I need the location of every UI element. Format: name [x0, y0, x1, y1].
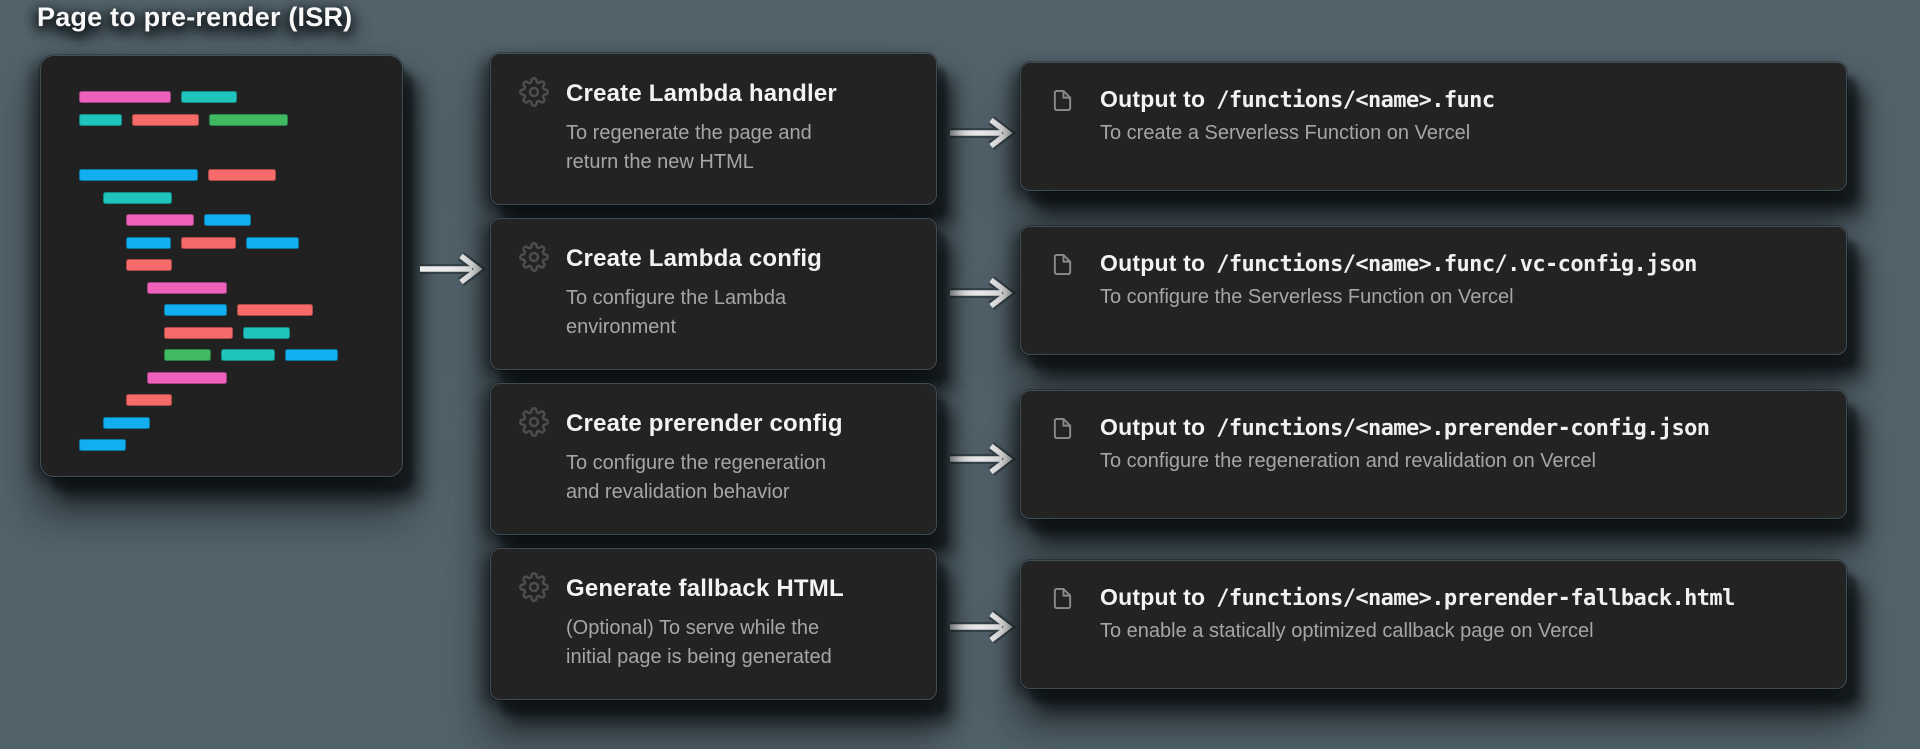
code-bar-red	[126, 259, 172, 271]
output-card-text: Output to /functions/<name>.prerender-co…	[1100, 414, 1710, 518]
code-line	[41, 304, 402, 316]
code-bar-red	[132, 113, 199, 126]
code-bar-red	[164, 326, 233, 339]
code-line	[41, 416, 402, 429]
output-description: To configure the Serverless Function on …	[1100, 286, 1514, 308]
code-bar-blue	[79, 169, 198, 181]
code-bar-blue	[164, 304, 227, 316]
code-bar-teal	[79, 113, 122, 126]
code-bar-blue	[126, 236, 171, 249]
code-bar-pink	[147, 281, 227, 294]
gear-icon	[519, 407, 549, 437]
code-bar-blue	[79, 439, 126, 451]
code-line	[41, 91, 402, 103]
step-card-generate-fallback-html: Generate fallback HTML (Optional) To ser…	[490, 548, 937, 700]
code-line	[41, 191, 402, 204]
output-title: Output to /functions/<name>.prerender-fa…	[1100, 584, 1735, 611]
output-description: To create a Serverless Function on Verce…	[1100, 122, 1471, 144]
output-label: Output to	[1100, 86, 1206, 112]
code-line	[41, 394, 402, 406]
output-path: /functions/<name>.func	[1216, 88, 1495, 113]
code-line	[41, 281, 402, 294]
output-card-func: Output to /functions/<name>.func To crea…	[1020, 62, 1847, 191]
code-bar-pink	[147, 371, 227, 384]
code-bar-teal	[181, 91, 237, 103]
step-card-text: Generate fallback HTML (Optional) To ser…	[566, 575, 844, 699]
code-bar-teal	[103, 191, 172, 204]
code-bar-teal	[221, 349, 275, 361]
output-card-text: Output to /functions/<name>.func/.vc-con…	[1100, 250, 1697, 354]
code-line	[41, 371, 402, 384]
code-line	[41, 214, 402, 226]
arrow-step3-to-output3	[950, 443, 1013, 475]
gear-icon	[519, 77, 549, 107]
code-bar-blue	[103, 416, 150, 429]
diagram-title: Page to pre-render (ISR)	[37, 2, 353, 32]
output-path: /functions/<name>.func/.vc-config.json	[1216, 252, 1697, 277]
code-bar-green	[209, 113, 288, 126]
step-card-create-lambda-handler: Create Lambda handler To regenerate the …	[490, 53, 937, 205]
code-bar-teal	[243, 326, 290, 339]
step-title: Create Lambda config	[566, 245, 823, 272]
code-line	[41, 439, 402, 451]
file-icon	[1053, 253, 1072, 276]
step-description: (Optional) To serve while the initial pa…	[566, 617, 832, 668]
code-lines	[41, 91, 402, 451]
file-icon	[1053, 587, 1072, 610]
arrow-step4-to-output4	[950, 611, 1013, 643]
code-bar-blue	[204, 214, 251, 226]
output-card-text: Output to /functions/<name>.func To crea…	[1100, 86, 1495, 190]
file-icon	[1053, 417, 1072, 440]
step-card-text: Create prerender config To configure the…	[566, 410, 843, 534]
arrow-step2-to-output2	[950, 277, 1013, 309]
output-card-prerender-fallback: Output to /functions/<name>.prerender-fa…	[1020, 560, 1847, 689]
code-line	[41, 236, 402, 249]
code-line	[41, 259, 402, 271]
code-line	[41, 169, 402, 181]
code-bar-red	[126, 394, 172, 406]
code-bar-red	[237, 304, 313, 316]
step-title: Generate fallback HTML	[566, 575, 844, 602]
arrow-code-to-steps	[420, 253, 483, 285]
code-panel	[40, 55, 403, 477]
arrow-step1-to-output1	[950, 117, 1013, 149]
output-title: Output to /functions/<name>.prerender-co…	[1100, 414, 1710, 441]
code-blank-line	[41, 136, 402, 169]
output-description: To enable a statically optimized callbac…	[1100, 620, 1594, 642]
output-label: Output to	[1100, 584, 1206, 610]
output-card-vc-config: Output to /functions/<name>.func/.vc-con…	[1020, 226, 1847, 355]
code-bar-blue	[285, 349, 338, 361]
output-title: Output to /functions/<name>.func/.vc-con…	[1100, 250, 1697, 277]
output-path: /functions/<name>.prerender-config.json	[1216, 416, 1710, 441]
step-card-text: Create Lambda handler To regenerate the …	[566, 80, 837, 204]
code-line	[41, 349, 402, 361]
step-description: To regenerate the page and return the ne…	[566, 122, 812, 173]
output-card-text: Output to /functions/<name>.prerender-fa…	[1100, 584, 1735, 688]
step-card-create-prerender-config: Create prerender config To configure the…	[490, 383, 937, 535]
output-title: Output to /functions/<name>.func	[1100, 86, 1495, 113]
output-label: Output to	[1100, 250, 1206, 276]
step-description: To configure the regeneration and revali…	[566, 452, 827, 503]
code-bar-pink	[126, 214, 194, 226]
code-bar-blue	[246, 236, 299, 249]
code-bar-pink	[79, 91, 171, 103]
step-card-create-lambda-config: Create Lambda config To configure the La…	[490, 218, 937, 370]
code-bar-red	[181, 236, 236, 249]
output-description: To configure the regeneration and revali…	[1100, 450, 1596, 472]
code-line	[41, 326, 402, 339]
step-card-text: Create Lambda config To configure the La…	[566, 245, 822, 369]
code-bar-green	[164, 349, 211, 361]
output-label: Output to	[1100, 414, 1206, 440]
gear-icon	[519, 242, 549, 272]
gear-icon	[519, 572, 549, 602]
output-card-prerender-config: Output to /functions/<name>.prerender-co…	[1020, 390, 1847, 519]
code-bar-red	[208, 169, 276, 181]
step-description: To configure the Lambda environment	[566, 287, 787, 338]
step-title: Create prerender config	[566, 410, 843, 437]
step-title: Create Lambda handler	[566, 80, 837, 107]
code-line	[41, 113, 402, 126]
output-path: /functions/<name>.prerender-fallback.htm…	[1216, 586, 1735, 611]
file-icon	[1053, 89, 1072, 112]
